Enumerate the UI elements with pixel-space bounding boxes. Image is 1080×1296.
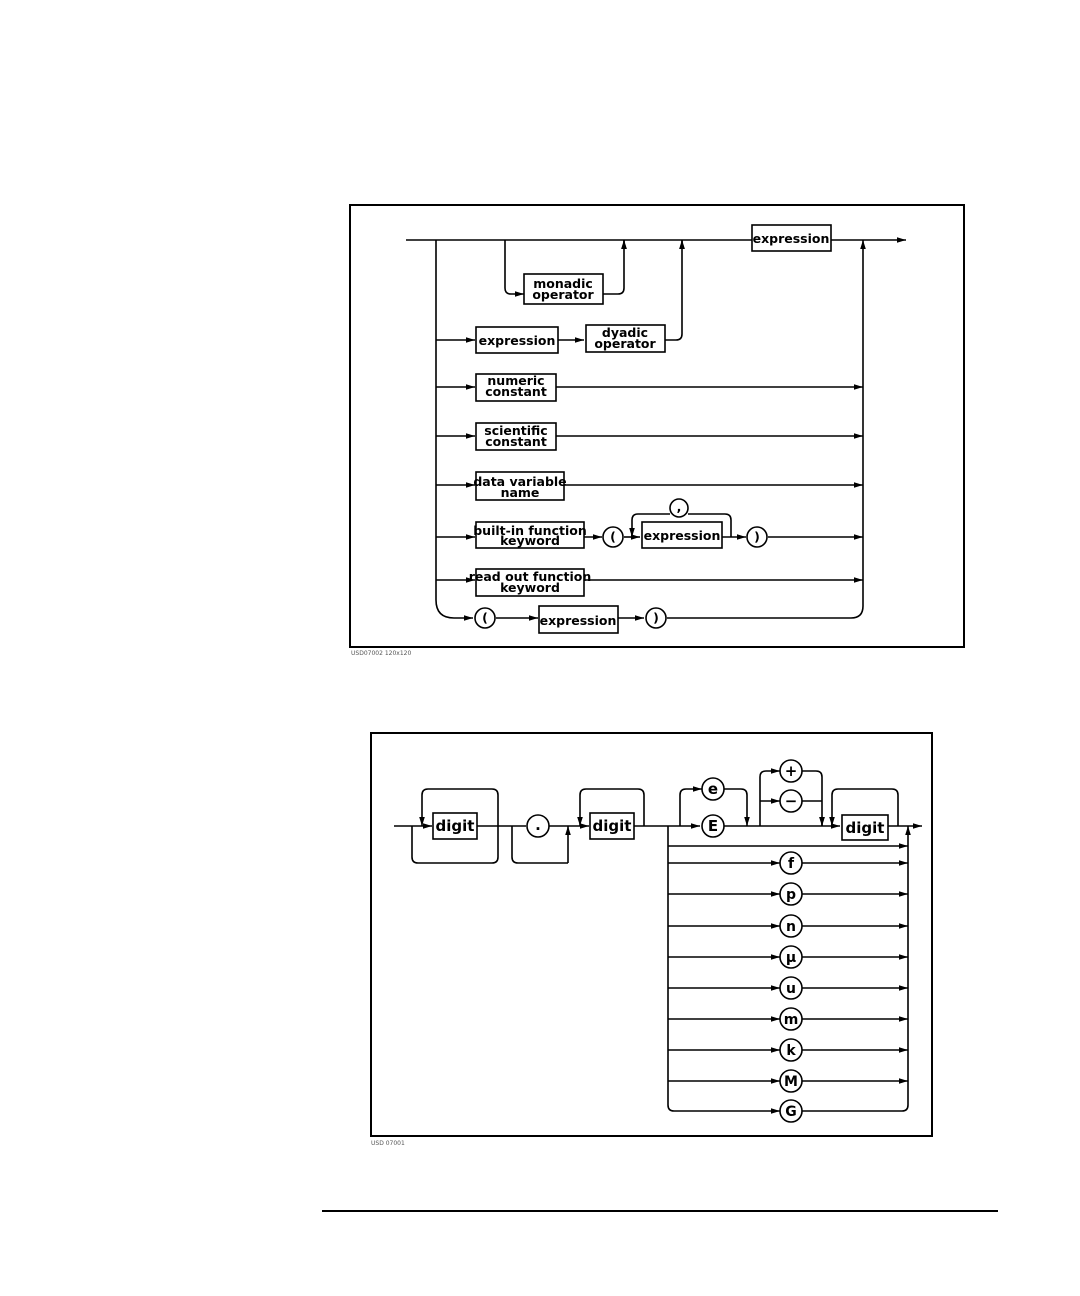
decimal-point-label: .: [535, 816, 541, 834]
e-lower-label: e: [708, 780, 718, 798]
suffix-f-label: f: [788, 856, 795, 872]
suffix-k-label: k: [786, 1043, 796, 1059]
suffix-trunk-right: [802, 826, 908, 1111]
suffix-trunk-left: [668, 826, 780, 1111]
e-branch-in: [680, 789, 702, 826]
suffix-m-label: m: [784, 1012, 799, 1028]
open-paren-label-last: (: [482, 610, 488, 625]
figure-id-2: USD 07001: [371, 1140, 405, 1147]
dyadic-out-line: [665, 240, 682, 340]
left-trunk: [436, 240, 473, 618]
monadic-out-line: [603, 240, 624, 294]
suffix-p-label: p: [786, 887, 796, 903]
e-upper-label: E: [708, 817, 718, 835]
suffix-u-label: u: [786, 981, 796, 997]
dyadic-label-2: operator: [594, 336, 656, 351]
comma-label: ,: [677, 499, 682, 514]
numeric-label-2: constant: [485, 384, 547, 399]
right-trunk-bottom: [667, 606, 863, 618]
suffix-mu-label: μ: [786, 950, 796, 966]
monadic-label-2: operator: [532, 287, 594, 302]
monadic-in-line: [505, 240, 524, 294]
figure-id-1: USD07002 120x120: [351, 650, 411, 657]
minus-label: −: [785, 792, 798, 810]
scientific-label-2: constant: [485, 434, 547, 449]
page-footer-rule: [322, 1210, 998, 1212]
diagram2-frame: [371, 733, 932, 1136]
expression-syntax-diagram: expression monadic operator expression d…: [350, 205, 964, 657]
expression-label-builtin: expression: [644, 528, 721, 543]
readout-label-2: keyword: [500, 580, 560, 595]
expression-label-top: expression: [753, 231, 830, 246]
suffix-G-label: G: [785, 1104, 797, 1120]
suffix-n-label: n: [786, 919, 796, 935]
digit-label-1: digit: [436, 817, 475, 835]
plus-label: +: [785, 762, 798, 780]
builtin-label-2: keyword: [500, 533, 560, 548]
e-branch-out: [724, 789, 747, 826]
open-paren-label: (: [610, 529, 616, 544]
close-paren-label: ): [754, 529, 760, 544]
expression-label-dyadic-row: expression: [479, 333, 556, 348]
expression-label-last: expression: [540, 613, 617, 628]
digit-label-2: digit: [593, 817, 632, 835]
datavar-label-2: name: [501, 485, 540, 500]
digit-label-3: digit: [846, 819, 885, 837]
numeric-constant-syntax-diagram: digit . digit e E + − digit f p n μ u m …: [371, 733, 932, 1147]
close-paren-label-last: ): [653, 610, 659, 625]
suffix-M-label: M: [784, 1074, 798, 1090]
